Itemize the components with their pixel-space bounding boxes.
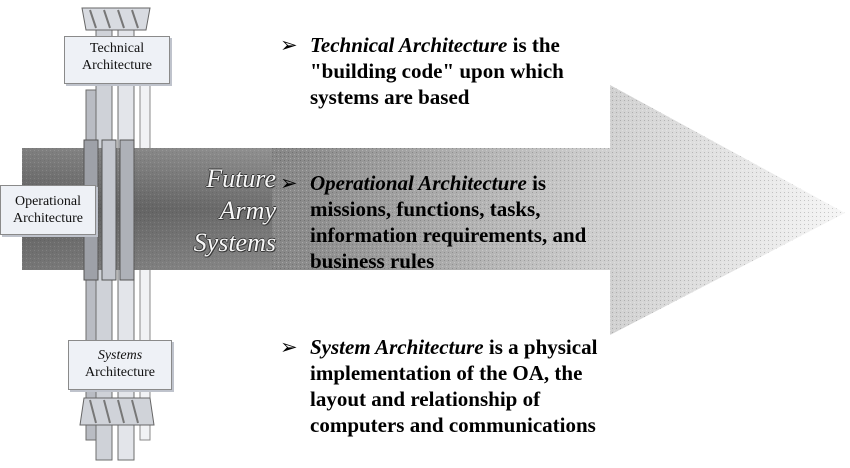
operational-label-line-2: Architecture (13, 211, 83, 226)
pillar-front (83, 139, 135, 281)
bullet-technical: ➢ Technical Architecture is the "buildin… (280, 32, 730, 110)
bullet-system-line-1: System Architecture is a physical (310, 334, 730, 360)
arrow-label-future: Future (206, 164, 276, 193)
operational-line-3: information requirements, and (310, 223, 587, 247)
operational-line-2: missions, functions, tasks, (310, 197, 541, 221)
systems-architecture-label: Systems Architecture (68, 340, 172, 390)
technical-line-3: systems are based (310, 85, 470, 109)
arrow-label-systems: Systems (193, 228, 276, 257)
operational-line-4: business rules (310, 249, 435, 273)
bullet-arrow-icon: ➢ (280, 171, 298, 195)
operational-rest: is (526, 171, 547, 195)
bullet-system: ➢ System Architecture is a physical impl… (280, 334, 730, 438)
system-term: System Architecture (310, 335, 484, 359)
operational-term: Operational Architecture (310, 171, 527, 195)
future-arrow (22, 85, 845, 335)
system-line-2: implementation of the OA, the (310, 361, 583, 385)
systems-label-line-2: Architecture (85, 365, 155, 380)
bullet-arrow-icon: ➢ (280, 33, 298, 57)
bullet-arrow-icon: ➢ (280, 335, 298, 359)
bullet-technical-line-1: Technical Architecture is the (310, 32, 730, 58)
technical-label-line-2: Architecture (82, 58, 152, 73)
pillar-top-capital (81, 7, 151, 31)
system-line-3: layout and relationship of (310, 387, 541, 411)
system-rest: is a physical (483, 335, 598, 359)
system-line-4: computers and communications (310, 413, 596, 437)
technical-label-line-1: Technical (89, 41, 145, 56)
operational-architecture-label: Operational Architecture (0, 185, 96, 235)
bullet-operational: ➢ Operational Architecture is missions, … (280, 170, 690, 274)
bullet-operational-line-1: Operational Architecture is (310, 170, 690, 196)
systems-label-line-1: Systems (97, 348, 143, 363)
pillar-bottom-base (79, 397, 155, 426)
arrow-label-army: Army (219, 196, 276, 225)
operational-label-line-1: Operational (14, 194, 82, 209)
technical-rest: is the (507, 33, 560, 57)
technical-term: Technical Architecture (310, 33, 508, 57)
technical-architecture-label: Technical Architecture (64, 36, 170, 84)
technical-line-2: "building code" upon which (310, 59, 564, 83)
